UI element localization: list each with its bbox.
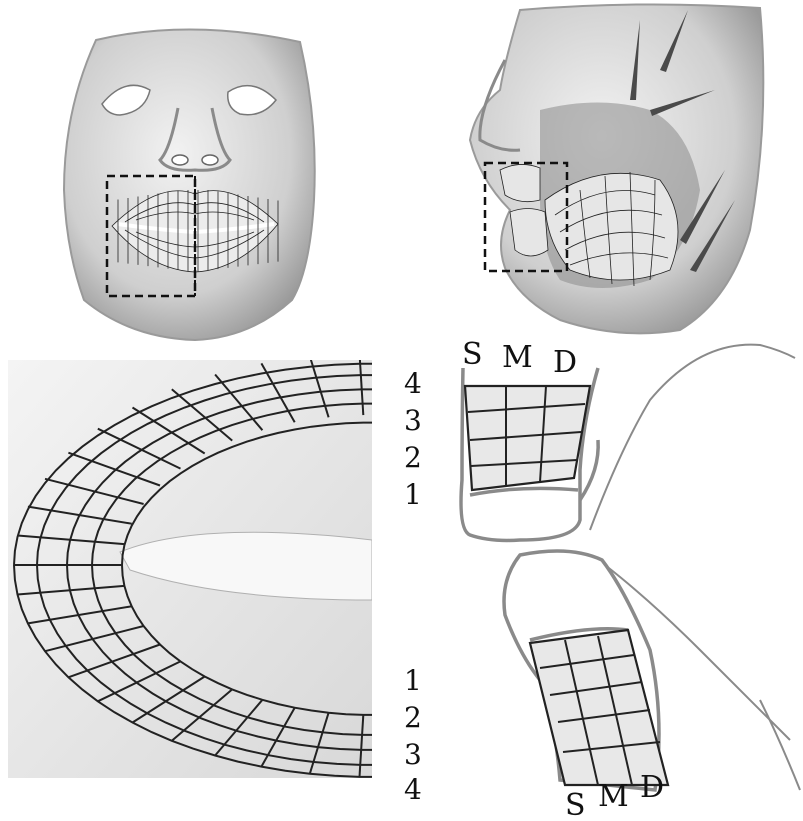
lower-depth-label-d: D — [640, 770, 664, 805]
upper-depth-label-m: M — [502, 340, 533, 375]
lower-depth-label-m: M — [598, 779, 629, 814]
lower-layer-label: 1 — [404, 664, 422, 697]
front-face-panel — [64, 29, 315, 340]
left-nostril — [172, 155, 188, 165]
upper-layer-label: 3 — [404, 404, 422, 437]
right-nostril — [202, 155, 218, 165]
upper-layer-label: 4 — [404, 367, 422, 400]
upper-depth-label-s: S — [462, 337, 483, 372]
lower-layer-label: 4 — [404, 773, 422, 806]
upper-lip-mesh — [465, 386, 590, 490]
side-closeup-meshes — [465, 386, 668, 785]
lower-depth-label-s: S — [565, 788, 586, 821]
upper-depth-labels: S M D — [462, 337, 577, 380]
upper-profile-curve — [590, 345, 795, 530]
face-shape — [64, 29, 315, 340]
lower-layer-label: 3 — [404, 738, 422, 771]
upper-layer-labels: 4 3 2 1 — [404, 367, 422, 511]
lower-lip-mesh — [530, 630, 668, 785]
upper-layer-label: 1 — [404, 478, 422, 511]
upper-depth-label-d: D — [553, 345, 577, 380]
upper-layer-label: 2 — [404, 441, 422, 474]
lower-layer-label: 2 — [404, 701, 422, 734]
lower-layer-labels: 1 2 3 4 — [404, 664, 422, 806]
front-closeup-panel — [8, 353, 434, 778]
chin-curve — [760, 700, 800, 790]
side-face-panel — [470, 4, 763, 333]
